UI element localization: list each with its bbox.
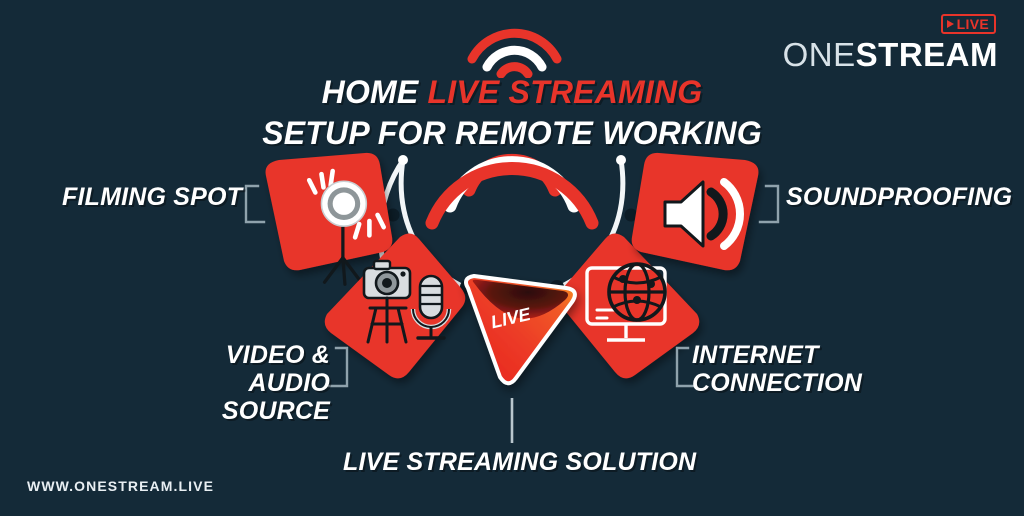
node-video-audio-source[interactable] [324,233,466,379]
title-line-1: HOME LIVE STREAMING [0,76,1024,108]
center-signal-waves-icon [425,153,599,230]
label-live-streaming-solution: LIVE STREAMING SOLUTION [343,448,697,476]
node-filming-spot[interactable] [265,152,393,286]
connector-node-dot [624,208,638,222]
connector-node-dot [550,280,564,294]
connector-endpoint-dot [616,155,626,165]
connector-soundproofing [758,184,780,224]
node-soundproofing[interactable] [631,152,759,271]
onestream-logo[interactable]: LIVE ONESTREAM [783,14,998,71]
node-live-streaming-solution[interactable]: LIVE [464,274,577,443]
logo-word-one: ONE [782,36,856,73]
title-line-2: SETUP FOR REMOTE WORKING [262,115,762,151]
node-internet-connection[interactable] [558,233,700,379]
connector-node-dot [386,208,400,222]
logo-live-badge-label: LIVE [956,16,989,32]
play-triangle-icon [946,20,954,28]
title-line-1-accent: LIVE STREAMING [427,74,703,110]
connector-endpoint-dot [398,155,408,165]
logo-word-stream: STREAM [855,36,998,73]
logo-wordmark: ONESTREAM [783,38,998,71]
label-soundproofing: SOUNDPROOFING [786,183,1013,211]
connector-video-audio [327,346,349,388]
label-filming-spot: FILMING SPOT [62,183,243,211]
connector-node-dot [460,280,474,294]
ring-light-icon [306,168,386,286]
label-internet-connection: INTERNET CONNECTION [692,341,863,397]
page-title: HOME LIVE STREAMING SETUP FOR REMOTE WOR… [0,76,1024,149]
footer-website-url[interactable]: WWW.ONESTREAM.LIVE [27,478,215,494]
title-line-1-plain: HOME [321,74,428,110]
speaker-volume-icon [663,178,744,250]
connector-filming-spot [244,184,266,224]
connector-arc [377,155,638,312]
center-mark-label: LIVE [489,304,533,333]
logo-live-badge: LIVE [940,14,996,34]
wifi-signal-icon [467,28,562,78]
monitor-globe-icon [585,262,667,342]
camera-microphone-icon [362,259,452,344]
label-video-audio-source: VIDEO & AUDIO SOURCE [221,341,330,425]
